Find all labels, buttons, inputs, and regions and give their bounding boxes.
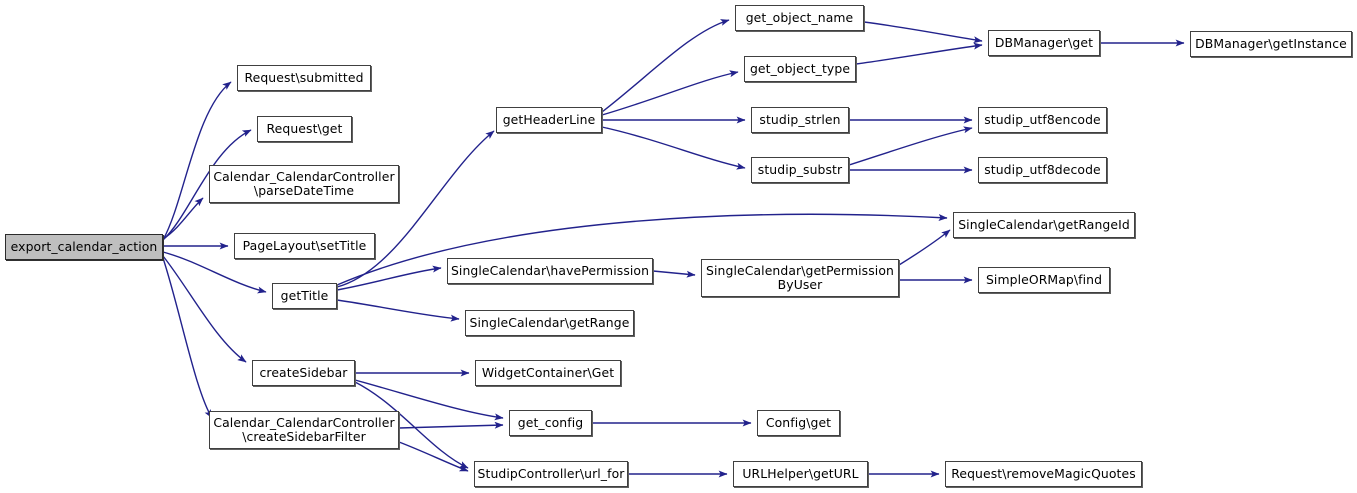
- node-label: SingleCalendar\getRangeId: [958, 217, 1130, 232]
- node-request_get[interactable]: Request\get: [257, 116, 352, 142]
- node-label: Request\submitted: [244, 70, 364, 85]
- node-get_object_name[interactable]: get_object_name: [735, 5, 864, 31]
- node-label: createSidebar: [259, 365, 348, 380]
- node-get_object_type[interactable]: get_object_type: [744, 56, 856, 82]
- node-label: URLHelper\getURL: [742, 466, 859, 481]
- node-studip_substr[interactable]: studip_substr: [751, 157, 849, 183]
- node-create_sidebar[interactable]: createSidebar: [252, 360, 355, 386]
- node-dbmanager_get[interactable]: DBManager\get: [988, 30, 1100, 56]
- call-edge: [601, 70, 739, 116]
- node-label: Calendar_CalendarController \createSideb…: [213, 415, 395, 444]
- node-label: get_object_type: [749, 61, 851, 76]
- call-edge: [652, 270, 696, 278]
- call-edge: [898, 229, 951, 266]
- node-dbmanager_getinstance[interactable]: DBManager\getInstance: [1190, 31, 1352, 57]
- node-widget_container_get[interactable]: WidgetContainer\Get: [475, 360, 621, 386]
- node-label: getTitle: [280, 288, 329, 303]
- call-edge: [863, 21, 983, 44]
- node-label: studip_utf8encode: [984, 112, 1101, 127]
- node-studip_utf8encode[interactable]: studip_utf8encode: [978, 107, 1107, 133]
- node-request_submitted[interactable]: Request\submitted: [237, 65, 371, 91]
- node-create_sidebar_filter[interactable]: Calendar_CalendarController \createSideb…: [209, 411, 399, 449]
- node-export_calendar_action[interactable]: export_calendar_action: [5, 234, 163, 260]
- node-label: Config\get: [765, 415, 832, 430]
- call-edge: [336, 299, 460, 322]
- node-label: DBManager\getInstance: [1195, 36, 1347, 51]
- call-edge: [848, 126, 973, 166]
- node-label: Request\get: [266, 121, 343, 136]
- call-edge: [162, 197, 204, 240]
- node-label: DBManager\get: [994, 35, 1094, 50]
- node-get_header_line[interactable]: getHeaderLine: [496, 107, 602, 133]
- node-simple_or_map_find[interactable]: SimpleORMap\find: [978, 267, 1110, 293]
- call-edge: [398, 441, 469, 472]
- node-label: get_config: [517, 415, 584, 430]
- call-edge: [398, 421, 504, 429]
- call-edge: [336, 265, 442, 291]
- call-edge: [601, 126, 746, 170]
- node-parse_date_time[interactable]: Calendar_CalendarController \parseDateTi…: [209, 165, 399, 203]
- call-edge: [162, 255, 247, 363]
- call-edge: [162, 257, 213, 419]
- call-edge: [601, 19, 730, 113]
- node-label: getHeaderLine: [502, 112, 596, 127]
- node-label: PageLayout\setTitle: [242, 238, 367, 253]
- node-studip_utf8decode[interactable]: studip_utf8decode: [978, 157, 1107, 183]
- node-have_permission[interactable]: SingleCalendar\havePermission: [447, 258, 653, 284]
- node-get_title[interactable]: getTitle: [272, 283, 337, 309]
- node-studip_strlen[interactable]: studip_strlen: [751, 107, 849, 133]
- node-label: studip_utf8decode: [984, 162, 1101, 177]
- node-remove_magic_quotes[interactable]: Request\removeMagicQuotes: [945, 461, 1142, 487]
- node-label: studip_strlen: [759, 112, 841, 127]
- node-label: Request\removeMagicQuotes: [951, 466, 1136, 481]
- node-get_range_id[interactable]: SingleCalendar\getRangeId: [953, 212, 1135, 238]
- node-label: WidgetContainer\Get: [481, 365, 615, 380]
- node-get_range[interactable]: SingleCalendar\getRange: [465, 310, 634, 336]
- node-config_get[interactable]: Config\get: [757, 410, 840, 436]
- node-pagelayout_settitle[interactable]: PageLayout\setTitle: [234, 233, 375, 259]
- node-label: StudipController\url_for: [477, 466, 625, 481]
- call-edge: [162, 81, 232, 241]
- node-label: get_object_name: [745, 10, 854, 25]
- node-get_permission_by_user[interactable]: SingleCalendar\getPermission ByUser: [701, 259, 899, 297]
- node-urlhelper_geturl[interactable]: URLHelper\getURL: [733, 461, 868, 487]
- node-label: studip_substr: [757, 162, 843, 177]
- node-label: SimpleORMap\find: [985, 272, 1103, 287]
- node-label: export_calendar_action: [10, 239, 158, 254]
- node-label: SingleCalendar\getPermission ByUser: [706, 263, 894, 292]
- node-url_for[interactable]: StudipController\url_for: [474, 461, 628, 487]
- node-get_config[interactable]: get_config: [509, 410, 592, 436]
- call-edge: [855, 42, 983, 65]
- node-label: Calendar_CalendarController \parseDateTi…: [213, 169, 395, 198]
- node-label: SingleCalendar\getRange: [469, 315, 630, 330]
- node-label: SingleCalendar\havePermission: [450, 263, 650, 278]
